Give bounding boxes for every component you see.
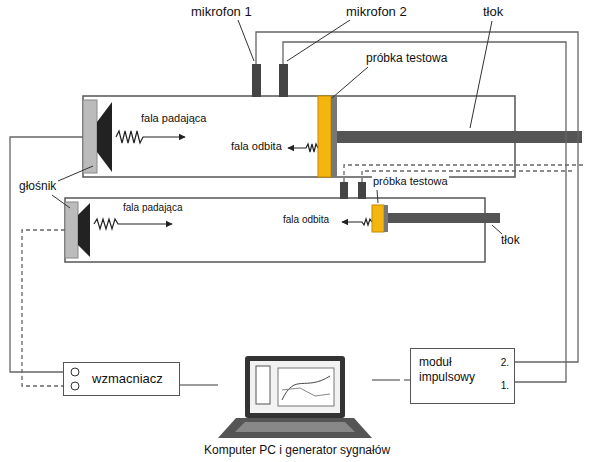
node-text: moduł impulsowy	[419, 355, 490, 385]
node-box: wzmacniacz	[63, 362, 180, 396]
node-box: moduł impulsowy 2. 1.	[410, 348, 515, 404]
part-label: fala odbita	[230, 140, 283, 153]
tube-small	[65, 182, 500, 262]
node-text: Komputer PC i generator sygnałów	[190, 443, 404, 457]
node-text: wzmacniacz	[92, 371, 173, 386]
part-label: fala padająca	[122, 202, 184, 214]
amplifier-jacks	[71, 368, 79, 390]
part-label: tłok	[482, 5, 504, 20]
node-text: 2.	[501, 357, 509, 368]
node-text: 1.	[501, 380, 509, 391]
part-label: fala padająca	[140, 112, 207, 125]
part-label: fala odbita	[282, 214, 330, 226]
signal-cable	[180, 384, 190, 385]
part-label: próbka testowa	[372, 175, 449, 188]
part-label: mikrofon 1	[190, 5, 253, 20]
laptop	[218, 356, 372, 438]
part-label: głośnik	[18, 180, 57, 194]
leader-lines	[52, 20, 502, 234]
part-label: próbka testowa	[365, 52, 448, 66]
tube-large	[83, 64, 582, 177]
part-label: tłok	[500, 234, 521, 248]
node-box: Komputer PC i generator sygnałów	[190, 352, 404, 459]
part-label: mikrofon 2	[345, 5, 408, 20]
signal-wires	[10, 32, 584, 386]
